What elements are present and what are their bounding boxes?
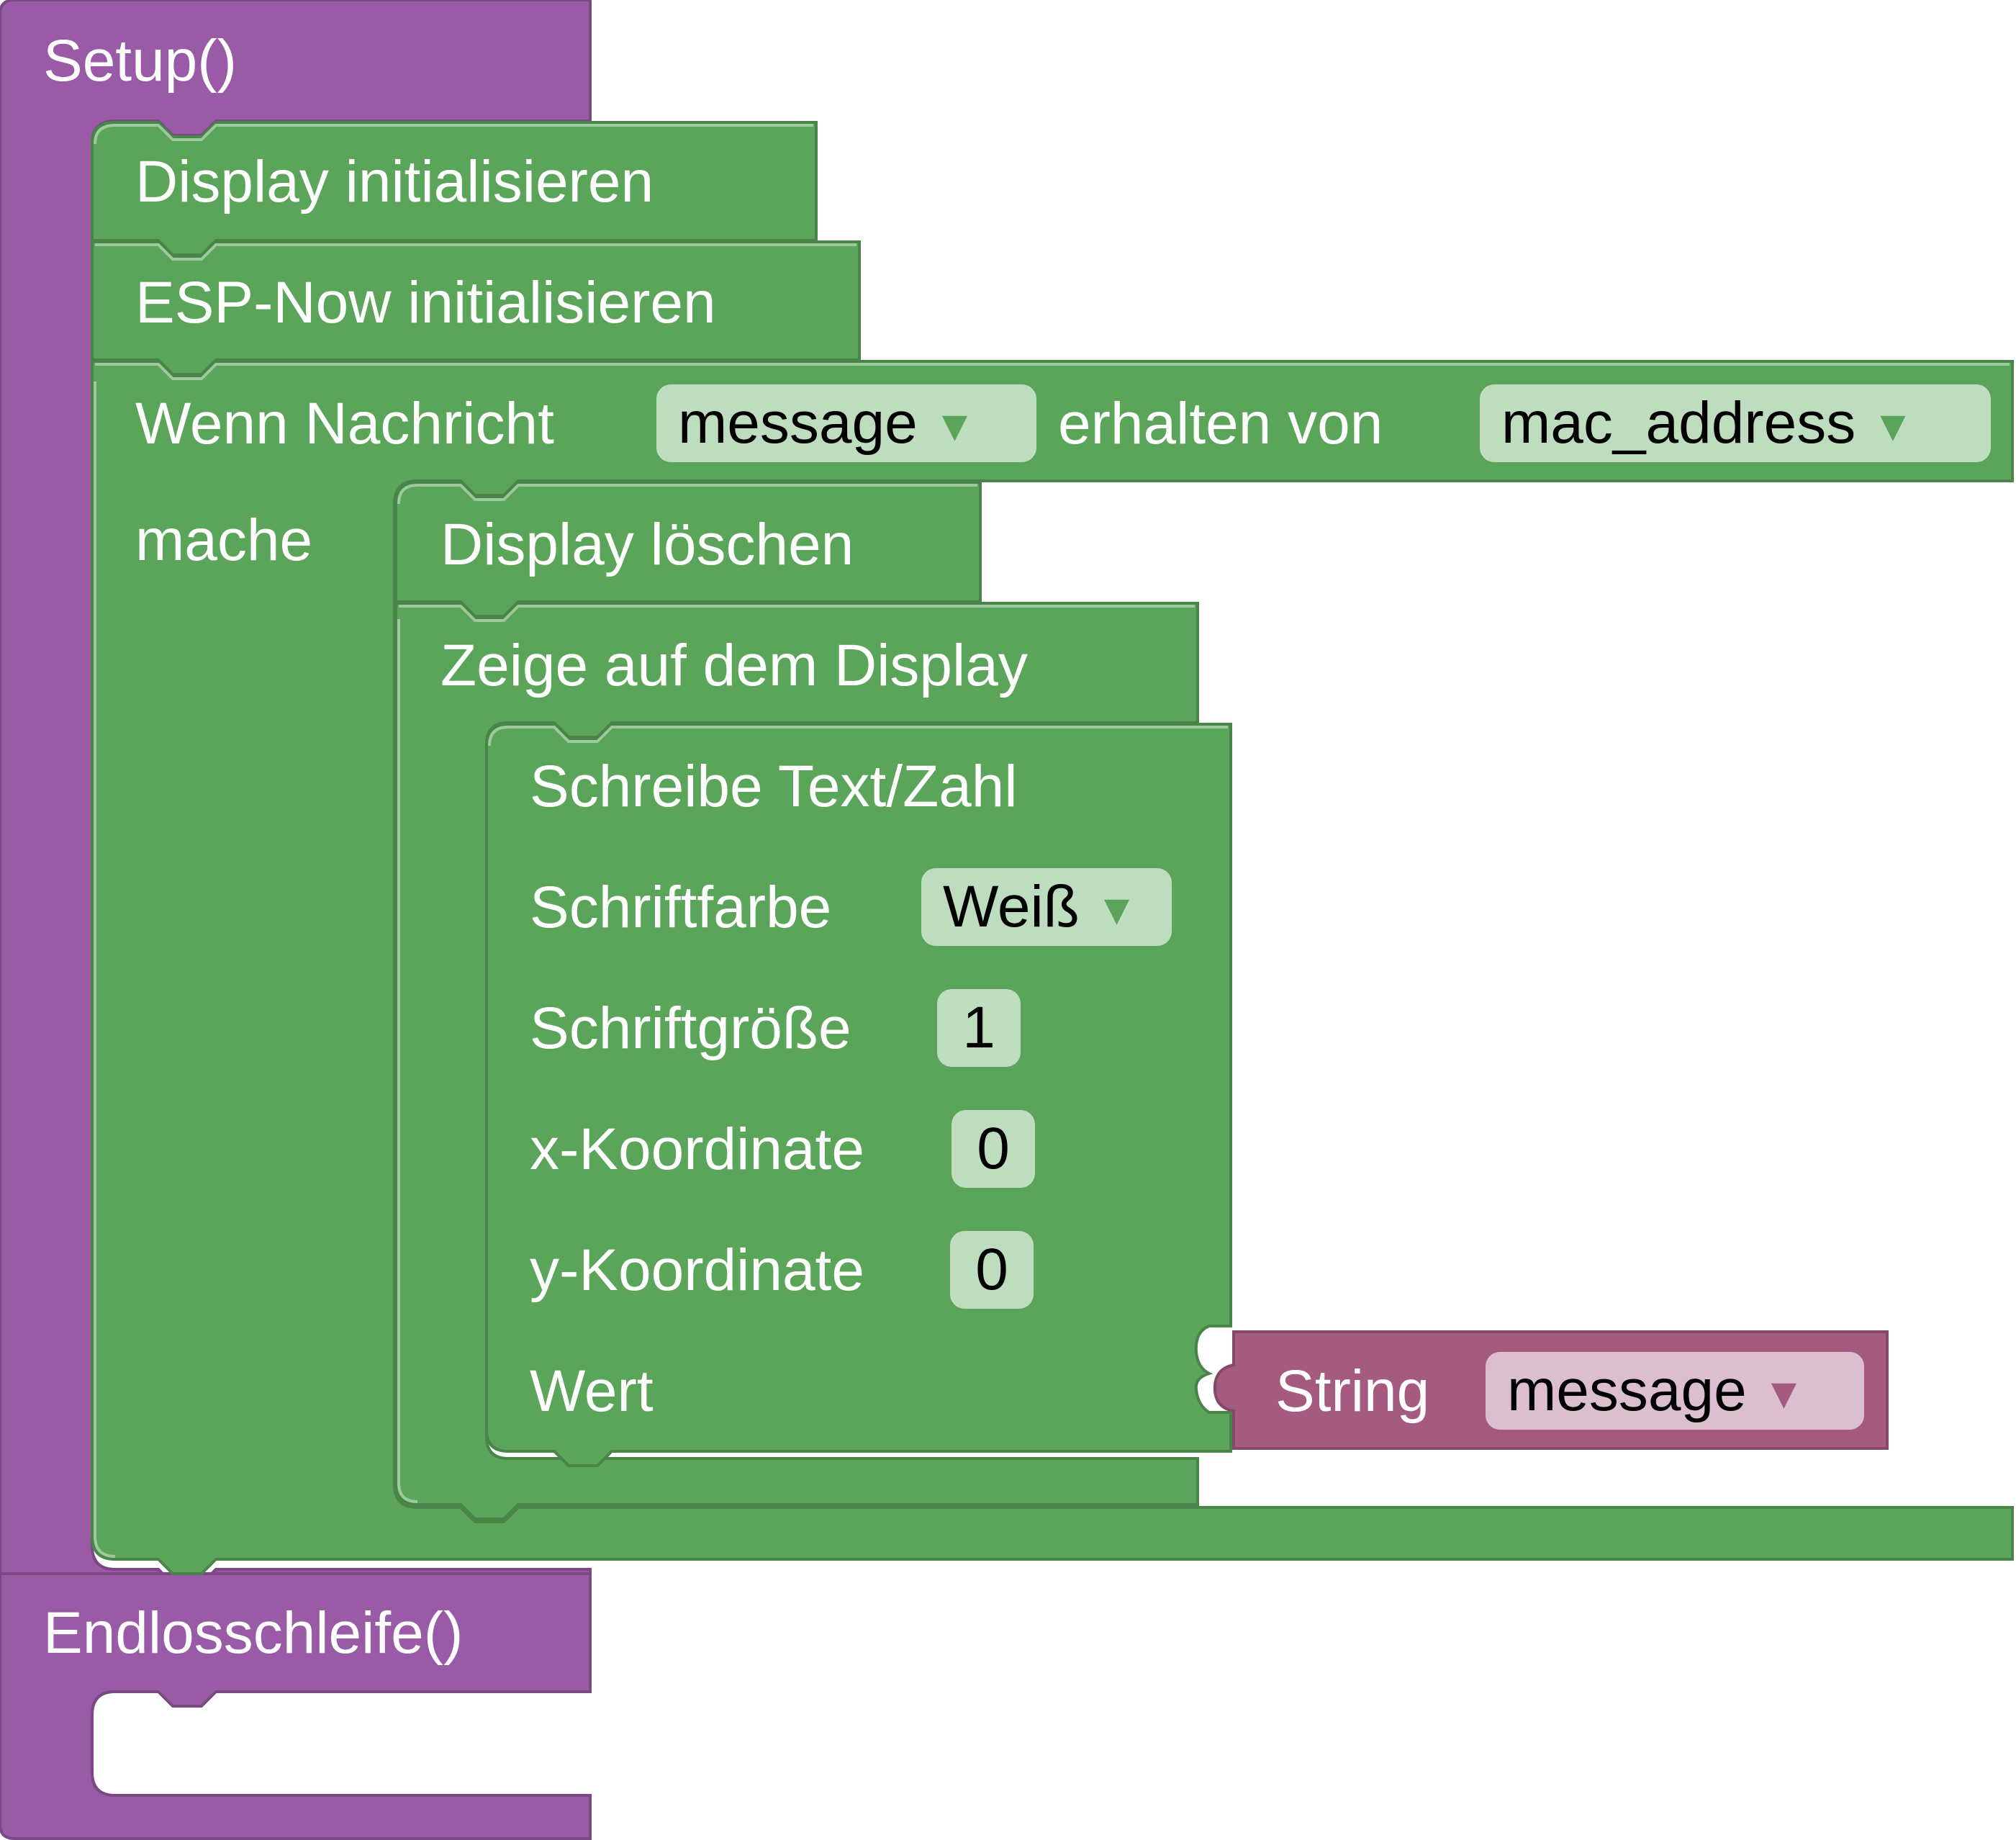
display-show-block[interactable] bbox=[394, 602, 1199, 1520]
triangle-down-icon: ▼ bbox=[933, 402, 977, 450]
write-text-block[interactable] bbox=[485, 723, 1232, 1467]
y-coordinate-value: 0 bbox=[975, 1237, 1008, 1302]
font-size-value: 1 bbox=[962, 995, 995, 1060]
string-variable-value: message bbox=[1507, 1358, 1747, 1423]
received-from-label: erhalten von bbox=[1058, 391, 1383, 456]
espnow-init-label: ESP-Now initialisieren bbox=[135, 270, 716, 335]
display-clear-label: Display löschen bbox=[440, 512, 854, 577]
triangle-down-icon: ▼ bbox=[1762, 1369, 1806, 1417]
y-coordinate-label: y-Koordinate bbox=[530, 1237, 864, 1303]
setup-label: Setup() bbox=[43, 28, 237, 94]
loop-block[interactable] bbox=[0, 1572, 592, 1840]
font-color-value: Weiß bbox=[943, 874, 1080, 939]
on-message-block[interactable] bbox=[91, 360, 2014, 1575]
message-variable-value: message bbox=[678, 390, 918, 456]
font-color-label: Schriftfarbe bbox=[530, 875, 832, 940]
font-size-label: Schriftgröße bbox=[530, 996, 851, 1061]
x-coordinate-input[interactable]: 0 bbox=[952, 1110, 1035, 1188]
x-coordinate-label: x-Koordinate bbox=[530, 1117, 864, 1182]
write-text-label: Schreibe Text/Zahl bbox=[530, 754, 1018, 819]
on-message-label: Wenn Nachricht bbox=[135, 391, 554, 456]
message-variable-dropdown[interactable]: message ▼ bbox=[656, 384, 1036, 462]
mac-variable-dropdown[interactable]: mac_address ▼ bbox=[1480, 384, 1991, 462]
triangle-down-icon: ▼ bbox=[1095, 885, 1139, 934]
value-label: Wert bbox=[530, 1358, 654, 1424]
font-color-dropdown[interactable]: Weiß ▼ bbox=[921, 868, 1172, 946]
x-coordinate-value: 0 bbox=[977, 1116, 1010, 1181]
y-coordinate-input[interactable]: 0 bbox=[950, 1231, 1034, 1309]
mac-variable-value: mac_address bbox=[1501, 390, 1856, 456]
display-show-label: Zeige auf dem Display bbox=[440, 633, 1028, 698]
font-size-input[interactable]: 1 bbox=[937, 989, 1021, 1067]
string-cast-label: String bbox=[1275, 1358, 1430, 1424]
loop-label: Endlosschleife() bbox=[43, 1600, 464, 1666]
triangle-down-icon: ▼ bbox=[1871, 402, 1915, 450]
string-variable-dropdown[interactable]: message ▼ bbox=[1486, 1352, 1864, 1430]
display-init-label: Display initialisieren bbox=[135, 149, 654, 215]
display-init-block[interactable] bbox=[91, 121, 818, 256]
do-label: mache bbox=[135, 508, 313, 573]
